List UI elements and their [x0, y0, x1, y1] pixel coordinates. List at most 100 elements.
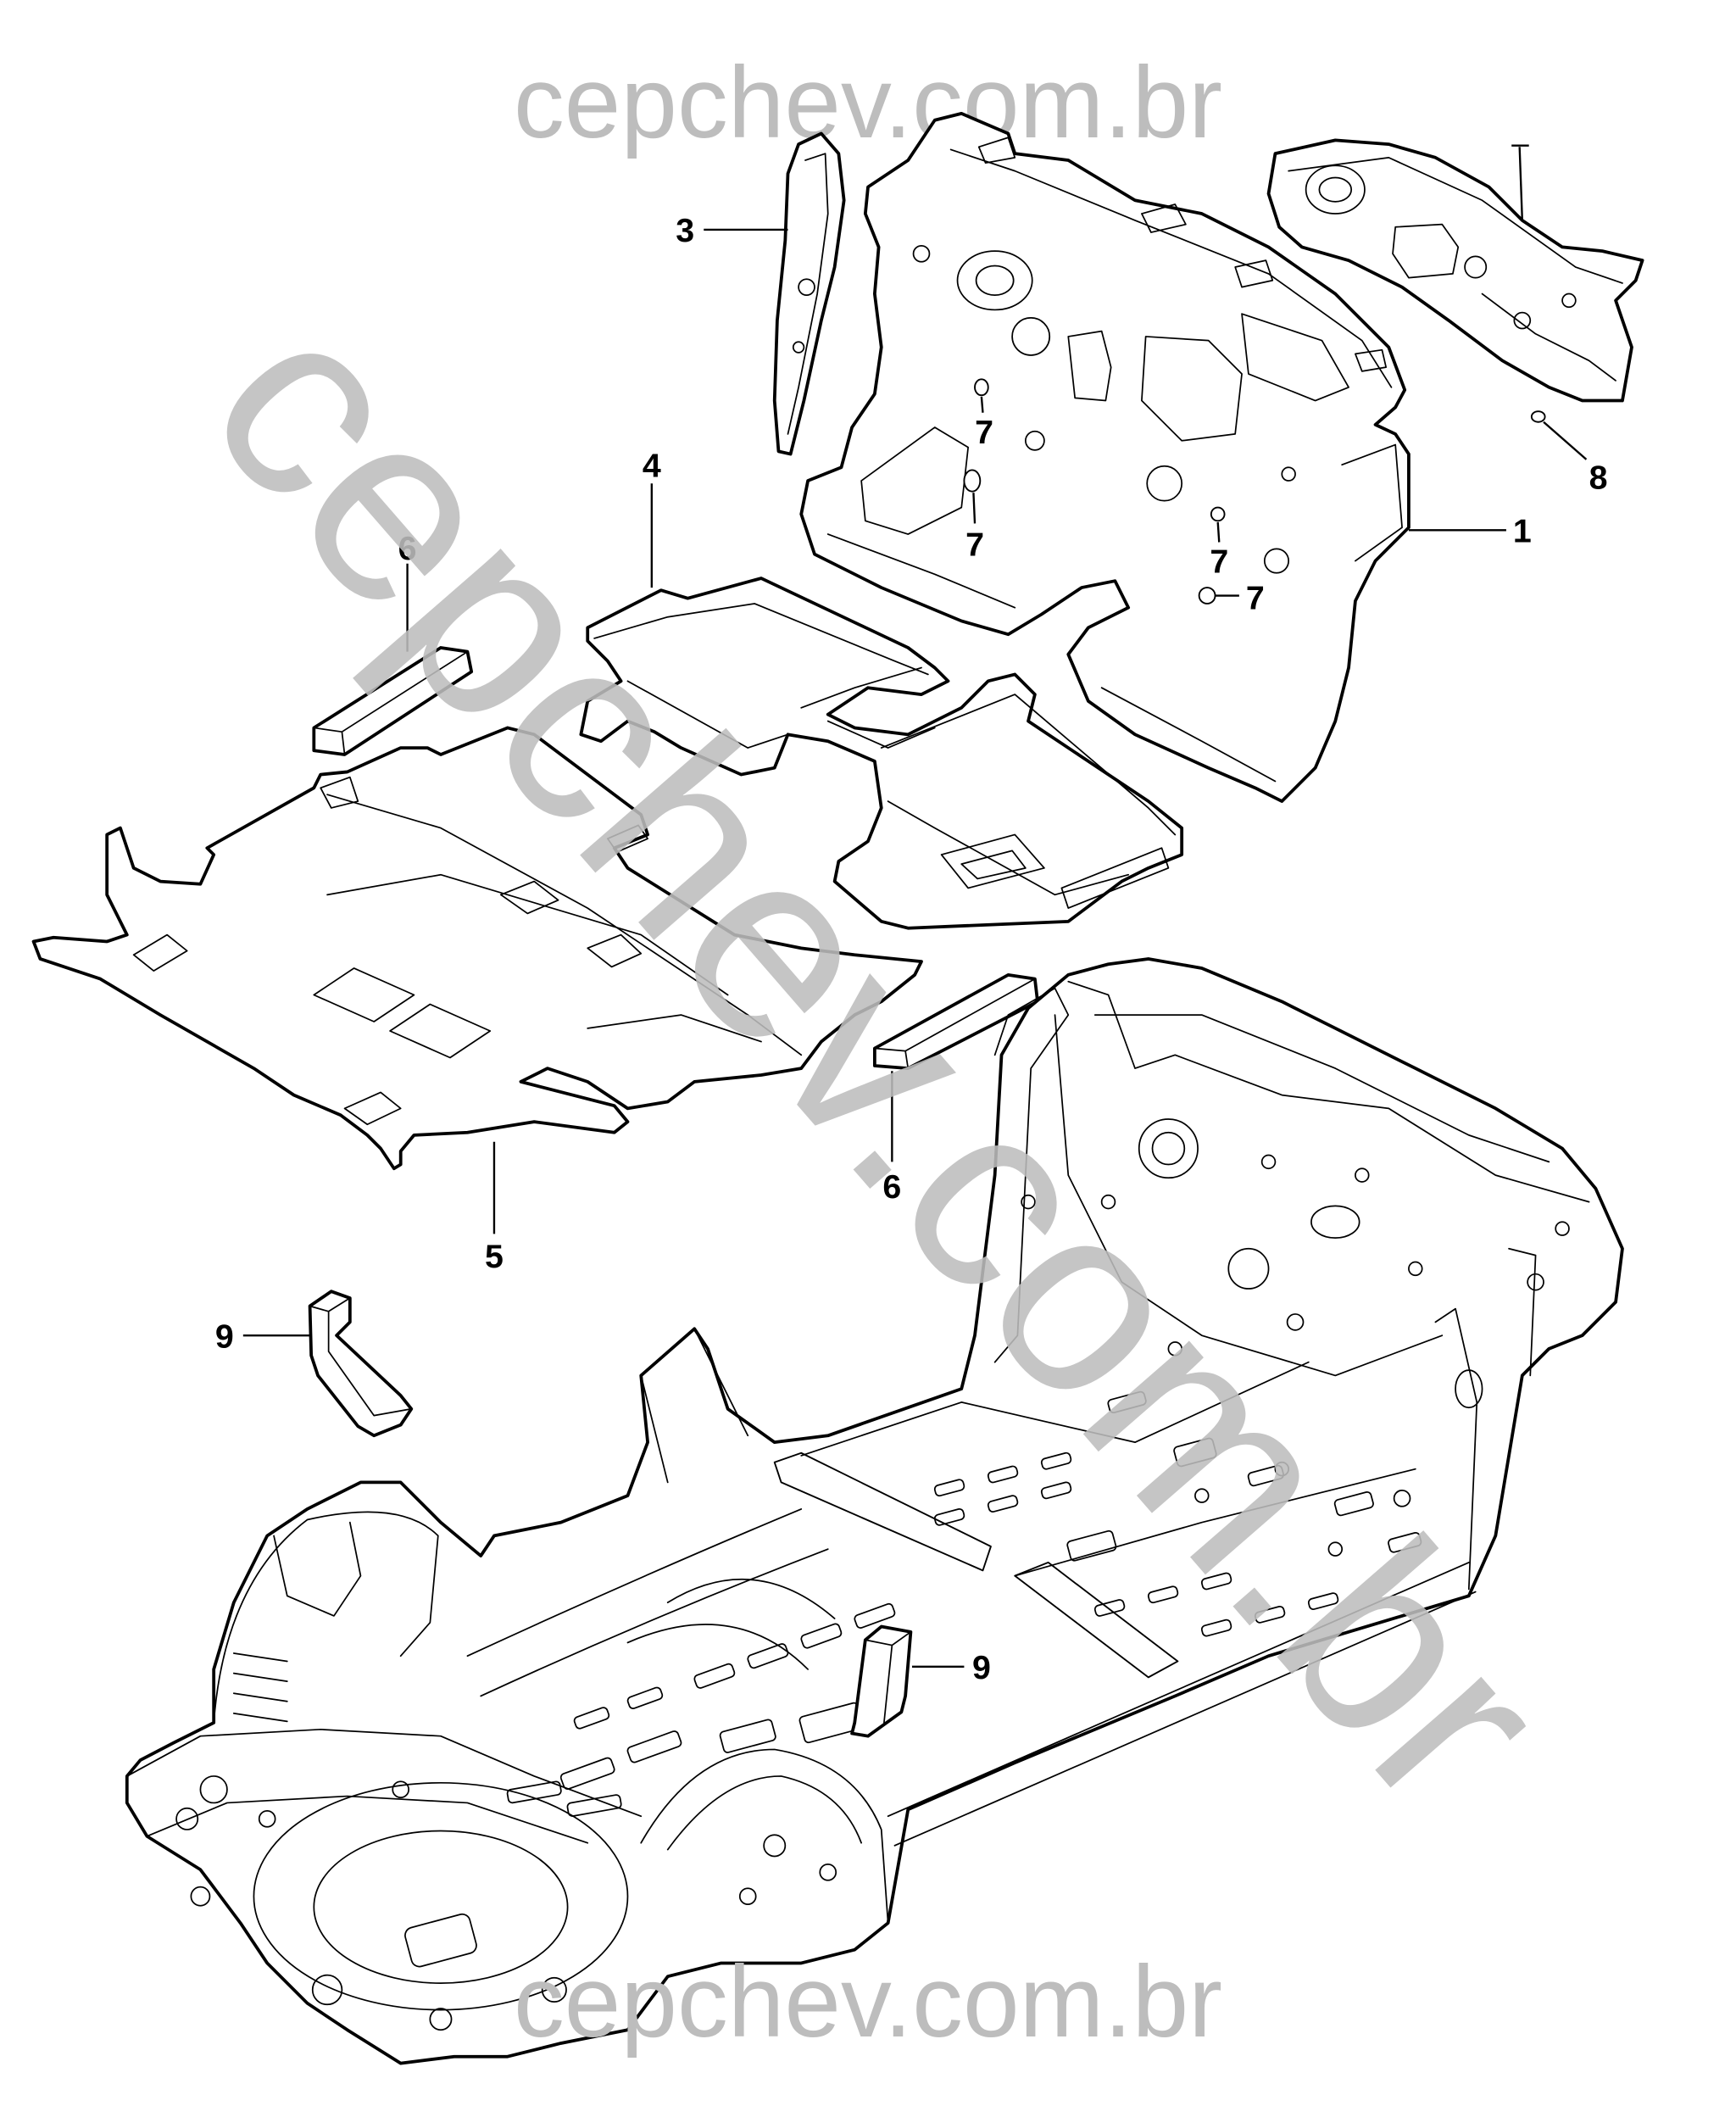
floor-tunnel-arc — [626, 1624, 809, 1670]
body-hole — [1393, 1489, 1411, 1507]
dash-insulator-tab — [1234, 259, 1274, 288]
right-a-pillar — [1434, 1307, 1478, 1591]
callout-8: 8 — [1589, 460, 1608, 497]
callout-3: 3 — [676, 212, 694, 249]
body-hole — [819, 1864, 837, 1881]
front-carpet-tunnel — [800, 666, 936, 749]
dash-insulator-pocket — [860, 426, 970, 535]
callout-6-lower: 6 — [882, 1168, 901, 1206]
rear-carpet-tab — [343, 1091, 402, 1126]
left-a-pillar — [993, 987, 1070, 1363]
body-hole — [738, 1887, 757, 1906]
callout-7-c: 7 — [1210, 543, 1228, 581]
floor-slot — [1254, 1605, 1286, 1624]
dash-insulator-tab — [1355, 348, 1388, 372]
rear-carpet-raised-pad — [587, 933, 643, 968]
upper-dash-insulator-panel — [1266, 138, 1644, 403]
dash-insulator-hole — [975, 265, 1015, 296]
dash-insulator-opening — [1241, 313, 1349, 402]
floor-slot — [933, 1507, 965, 1526]
grommet-7-a — [974, 378, 989, 397]
rear-carpet-tab — [132, 933, 188, 972]
floor-center-panel — [800, 1361, 1310, 1457]
front-carpet-edge-strip — [1060, 847, 1170, 909]
floor-slot — [1200, 1572, 1232, 1591]
bracket-fold — [309, 1297, 413, 1417]
body-hole — [1194, 1488, 1210, 1503]
body-hole — [175, 1807, 199, 1830]
body-hole — [1327, 1541, 1344, 1557]
floor-slot — [1333, 1490, 1374, 1517]
body-hole — [392, 1780, 410, 1799]
floor-slot — [1107, 1390, 1147, 1414]
floor-slot — [987, 1465, 1019, 1484]
spare-tire-well-plug — [404, 1913, 477, 1968]
floor-slot — [1200, 1618, 1232, 1637]
rear-seat-crossmember — [1014, 1561, 1179, 1679]
rear-carpet-crease — [587, 1014, 762, 1043]
front-carpet-surface-edge — [626, 680, 789, 749]
floor-slot — [559, 1757, 615, 1790]
body-hole — [1274, 1461, 1290, 1477]
grommet-7-b — [963, 469, 982, 493]
dash-insulator-outline — [799, 111, 1410, 803]
front-carpet-heel-pad — [940, 833, 1045, 889]
upper-panel-hole — [1305, 164, 1366, 214]
floor-slot — [1040, 1451, 1072, 1470]
dash-pad-outline — [772, 131, 846, 456]
rear-carpet-cutout — [389, 1003, 492, 1059]
body-hole — [763, 1834, 787, 1858]
grommets-part-7 — [963, 378, 1226, 604]
floor-slot — [626, 1686, 664, 1709]
body-hole — [1021, 1194, 1036, 1210]
floor-center-panel — [1014, 1468, 1416, 1577]
floor-slot — [626, 1730, 682, 1763]
upper-panel-hole — [1464, 255, 1488, 279]
dash-insulator-hole — [956, 250, 1033, 311]
spare-tire-well-inner — [313, 1830, 569, 1984]
upper-panel-outline — [1266, 138, 1644, 403]
floor-slot — [987, 1495, 1019, 1513]
dash-insulator-flap — [1341, 443, 1403, 562]
floor-slot — [693, 1663, 736, 1689]
floor-slot — [1307, 1592, 1339, 1610]
floor-slot — [1066, 1529, 1117, 1562]
dash-insulator-hole — [912, 244, 931, 263]
upper-panel-hole — [1561, 292, 1577, 309]
front-carpet-heel-pad — [960, 850, 1027, 880]
fastener-part-8 — [1530, 410, 1546, 423]
dash-panel-hole — [1227, 1247, 1270, 1290]
floor-slot — [566, 1794, 622, 1817]
bracket-part-9-upper — [308, 1290, 414, 1438]
spacer-block-part-6-upper — [312, 646, 474, 756]
leader-line-7-c — [1216, 521, 1221, 543]
body-hole — [541, 1976, 567, 2003]
upper-panel-hole — [1318, 176, 1353, 203]
callout-5: 5 — [485, 1238, 504, 1275]
callout-7-d: 7 — [1246, 579, 1265, 616]
dash-insulator-ridge — [949, 148, 1393, 388]
dash-insulator-hole — [1025, 430, 1045, 451]
front-floor-crossmember — [773, 1451, 992, 1572]
right-rocker-sill — [893, 1591, 1477, 1847]
body-hole — [1260, 1154, 1277, 1170]
bracket-outline — [308, 1290, 414, 1438]
rear-carpet-crease — [326, 873, 729, 996]
dash-insulator-lower-edge — [1100, 687, 1277, 783]
floor-slot — [933, 1479, 965, 1497]
dash-panel-shelf — [1093, 1014, 1550, 1163]
body-hole — [311, 1974, 343, 2006]
underbody-structure — [125, 957, 1624, 2065]
watermark-bottom: cepchev.com.br — [514, 1946, 1222, 2059]
callout-6-upper: 6 — [398, 530, 417, 567]
dash-insulator-opening — [1141, 336, 1243, 442]
front-carpet-surface-edge — [880, 694, 1177, 836]
grommet-7-d — [1198, 587, 1216, 604]
leader-line-7-b — [972, 493, 976, 524]
dash-insulator-hole — [1011, 317, 1051, 356]
dash-panel-hole — [1151, 1131, 1186, 1166]
rear-carpet-tab — [320, 776, 359, 809]
dash-panel-top — [1067, 980, 1590, 1203]
floor-tunnel-arc — [666, 1578, 836, 1619]
